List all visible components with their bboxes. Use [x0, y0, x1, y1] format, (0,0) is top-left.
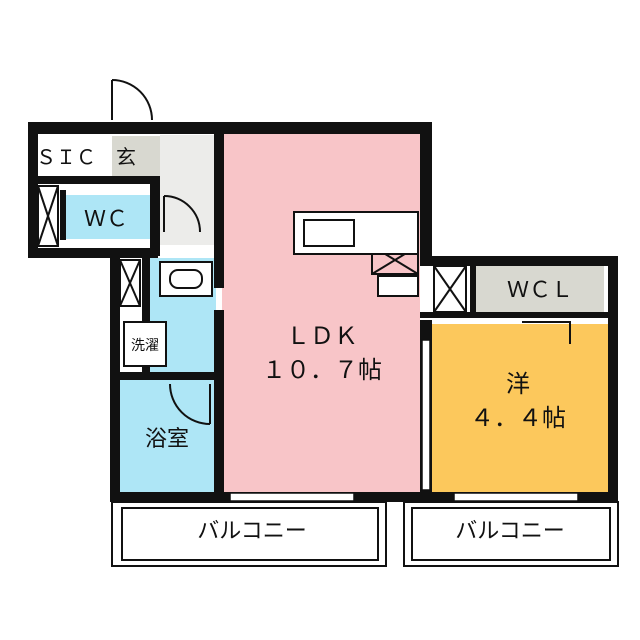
kitchen-counter	[293, 211, 419, 297]
laundry-box	[123, 321, 167, 367]
sic-label: ＳＩＣ	[36, 145, 96, 169]
ldk-size-label: １０．７帖	[262, 356, 382, 384]
balcony-right-label: バルコニー	[455, 519, 565, 544]
wcl-label: ＷＣＬ	[507, 278, 573, 303]
entrance-floor	[112, 136, 164, 176]
washbasin	[159, 261, 213, 297]
ldk-name-label: ＬＤＫ	[286, 322, 358, 350]
wc-room	[66, 195, 154, 239]
western-size-label: ４．４帖	[470, 404, 566, 432]
bath-label: 浴室	[145, 427, 189, 452]
balcony-left-label: バルコニー	[197, 519, 307, 544]
balconies	[111, 501, 619, 567]
hall-floor	[160, 135, 216, 245]
laundry-label: 洗濯	[131, 338, 159, 354]
wcl-room	[474, 264, 604, 312]
entrance-label: 玄	[116, 145, 136, 169]
ldk-room	[222, 130, 420, 496]
bath-room	[120, 380, 216, 492]
western-room	[428, 324, 608, 496]
western-name-label: 洋	[506, 370, 530, 398]
wc-label: ＷＣ	[84, 207, 128, 232]
doors	[111, 79, 571, 425]
